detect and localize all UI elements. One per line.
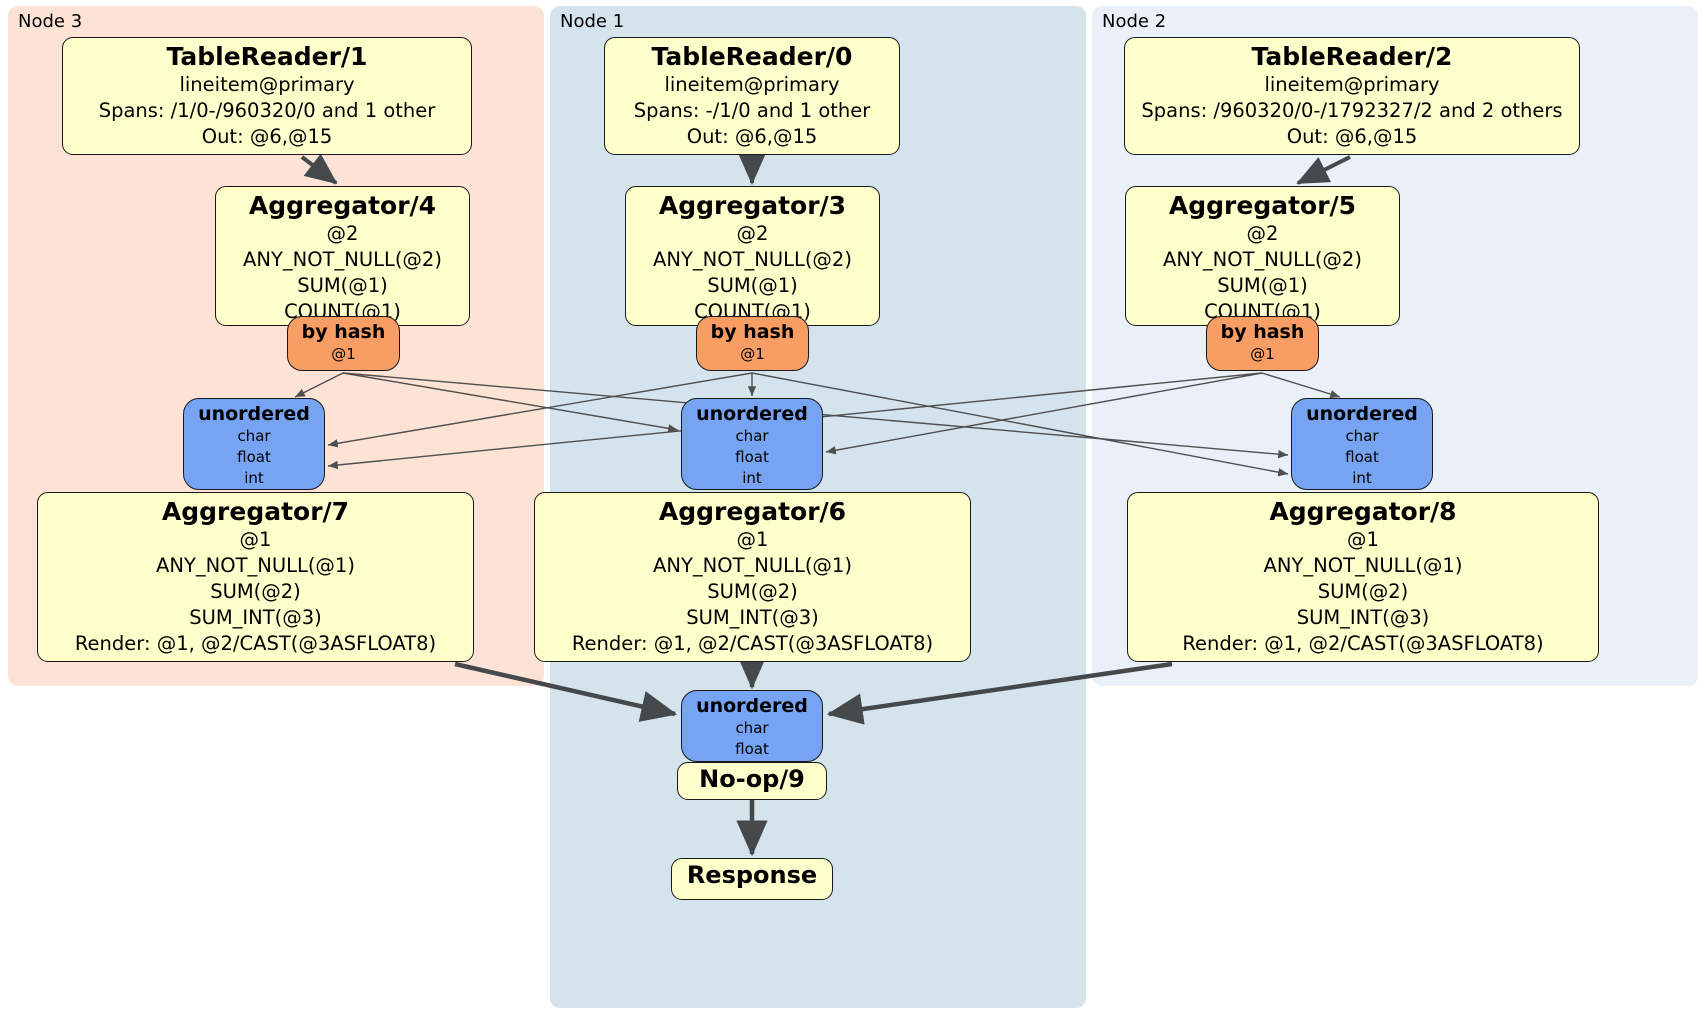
unordered-sync-final-box: unordered char float [681, 690, 823, 762]
response-box: Response [671, 858, 833, 900]
unordered-sync-final-title: unordered [696, 695, 808, 717]
noop-9-title: No-op/9 [699, 765, 805, 793]
unordered-sync-node2-col2: float [1345, 448, 1379, 466]
tablereader-0-box: TableReader/0 lineitem@primary Spans: -/… [604, 37, 900, 155]
tablereader-0-spans: Spans: -/1/0 and 1 other [633, 99, 871, 122]
unordered-sync-node3-col3: int [244, 469, 264, 487]
unordered-sync-node1-box: unordered char float int [681, 398, 823, 490]
tablereader-2-out: Out: @6,@15 [1286, 125, 1418, 148]
aggregator-8-fn3: SUM_INT(@3) [1296, 606, 1430, 629]
aggregator-3-title: Aggregator/3 [658, 191, 847, 220]
routing-line [294, 372, 344, 398]
aggregator-7-fn2: SUM(@2) [210, 580, 301, 603]
hash-router-node1-box: by hash @1 [696, 316, 809, 371]
tablereader-1-index: lineitem@primary [179, 73, 355, 96]
unordered-sync-node2-box: unordered char float int [1291, 398, 1433, 490]
hash-router-node3-box: by hash @1 [287, 316, 400, 371]
hash-router-node2-title: by hash [1220, 321, 1305, 343]
aggregator-5-title: Aggregator/5 [1168, 191, 1357, 220]
aggregator-8-title: Aggregator/8 [1269, 497, 1457, 526]
tablereader-1-out: Out: @6,@15 [201, 125, 333, 148]
aggregator-7-render: Render: @1, @2/CAST(@3ASFLOAT8) [74, 632, 437, 655]
flow-arrow [1296, 155, 1351, 185]
aggregator-3-box: Aggregator/3 @2 ANY_NOT_NULL(@2) SUM(@1)… [625, 186, 880, 326]
aggregator-8-fn2: SUM(@2) [1317, 580, 1409, 603]
tablereader-1-box: TableReader/1 lineitem@primary Spans: /1… [62, 37, 472, 155]
unordered-sync-node3-title: unordered [198, 403, 310, 425]
aggregator-4-title: Aggregator/4 [248, 191, 437, 220]
node2-label: Node 2 [1102, 11, 1167, 32]
flow-arrow [454, 661, 678, 722]
hash-router-node2-key: @1 [1250, 345, 1275, 363]
aggregator-6-title: Aggregator/6 [658, 497, 847, 526]
node1-label: Node 1 [560, 11, 625, 32]
tablereader-0-index: lineitem@primary [664, 73, 840, 96]
hash-router-node1-key: @1 [740, 345, 765, 363]
tablereader-2-title: TableReader/2 [1251, 42, 1453, 71]
aggregator-6-fn2: SUM(@2) [707, 580, 798, 603]
response-title: Response [686, 861, 818, 889]
aggregator-8-box: Aggregator/8 @1 ANY_NOT_NULL(@1) SUM(@2)… [1127, 492, 1599, 662]
aggregator-8-group: @1 [1347, 528, 1379, 551]
unordered-sync-node2-title: unordered [1306, 403, 1418, 425]
unordered-sync-node1-col3: int [742, 469, 762, 487]
tablereader-2-index: lineitem@primary [1264, 73, 1440, 96]
unordered-sync-final-col2: float [735, 740, 769, 758]
aggregator-5-fn2: SUM(@1) [1217, 274, 1308, 297]
flow-arrow [300, 153, 338, 185]
aggregator-6-render: Render: @1, @2/CAST(@3ASFLOAT8) [571, 632, 934, 655]
aggregator-3-group: @2 [736, 222, 769, 245]
aggregator-7-title: Aggregator/7 [161, 497, 350, 526]
aggregator-4-box: Aggregator/4 @2 ANY_NOT_NULL(@2) SUM(@1)… [215, 186, 470, 326]
hash-router-node1-title: by hash [710, 321, 795, 343]
tablereader-0-title: TableReader/0 [651, 42, 853, 71]
noop-9-box: No-op/9 [677, 762, 827, 800]
aggregator-6-fn3: SUM_INT(@3) [686, 606, 819, 629]
tablereader-2-box: TableReader/2 lineitem@primary Spans: /9… [1124, 37, 1580, 155]
tablereader-1-spans: Spans: /1/0-/960320/0 and 1 other [98, 99, 436, 122]
tablereader-2-spans: Spans: /960320/0-/1792327/2 and 2 others [1141, 99, 1563, 122]
routing-line [1261, 372, 1341, 399]
node3-label: Node 3 [18, 11, 83, 32]
aggregator-6-fn1: ANY_NOT_NULL(@1) [653, 554, 852, 577]
aggregator-3-fn1: ANY_NOT_NULL(@2) [653, 248, 852, 271]
routing-line [825, 372, 1263, 455]
aggregator-3-fn2: SUM(@1) [707, 274, 798, 297]
aggregator-4-fn2: SUM(@1) [297, 274, 388, 297]
tablereader-0-out: Out: @6,@15 [686, 125, 818, 148]
unordered-sync-final-col1: char [735, 719, 769, 737]
flow-arrow [826, 661, 1173, 725]
unordered-sync-node3-box: unordered char float int [183, 398, 325, 490]
unordered-sync-node3-col1: char [237, 427, 271, 445]
tablereader-1-title: TableReader/1 [166, 42, 368, 71]
hash-router-node3-key: @1 [331, 345, 356, 363]
hash-router-node2-box: by hash @1 [1206, 316, 1319, 371]
unordered-sync-node1-title: unordered [696, 403, 808, 425]
unordered-sync-node2-col3: int [1352, 469, 1372, 487]
unordered-sync-node1-col2: float [735, 448, 769, 466]
aggregator-7-group: @1 [239, 528, 272, 551]
aggregator-7-fn3: SUM_INT(@3) [189, 606, 322, 629]
routing-line [327, 372, 753, 448]
aggregator-8-render: Render: @1, @2/CAST(@3ASFLOAT8) [1182, 632, 1544, 655]
aggregator-4-group: @2 [326, 222, 359, 245]
hash-router-node3-title: by hash [301, 321, 386, 343]
aggregator-8-fn1: ANY_NOT_NULL(@1) [1263, 554, 1463, 577]
aggregator-7-fn1: ANY_NOT_NULL(@1) [156, 554, 355, 577]
aggregator-5-group: @2 [1246, 222, 1279, 245]
aggregator-6-box: Aggregator/6 @1 ANY_NOT_NULL(@1) SUM(@2)… [534, 492, 971, 662]
aggregator-5-fn1: ANY_NOT_NULL(@2) [1163, 248, 1362, 271]
routing-line [751, 372, 1289, 477]
aggregator-6-group: @1 [736, 528, 769, 551]
unordered-sync-node2-col1: char [1345, 427, 1379, 445]
aggregator-7-box: Aggregator/7 @1 ANY_NOT_NULL(@1) SUM(@2)… [37, 492, 474, 662]
aggregator-4-fn1: ANY_NOT_NULL(@2) [243, 248, 442, 271]
unordered-sync-node3-col2: float [237, 448, 271, 466]
unordered-sync-node1-col1: char [735, 427, 769, 445]
aggregator-5-box: Aggregator/5 @2 ANY_NOT_NULL(@2) SUM(@1)… [1125, 186, 1400, 326]
routing-line [342, 372, 679, 433]
